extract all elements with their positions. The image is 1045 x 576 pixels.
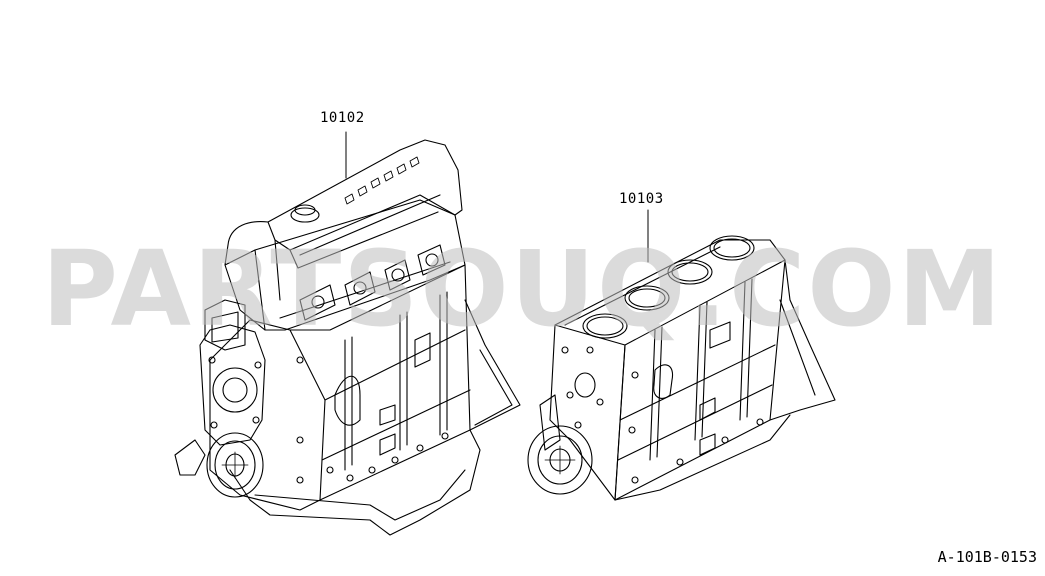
part-label-10102[interactable]: 10102 [320, 110, 365, 126]
short-block-pulley-icon [527, 425, 593, 495]
engine-assembly-drawing [174, 131, 521, 536]
crank-pulley-icon [206, 432, 264, 498]
oil-filler-cap-icon [290, 204, 320, 223]
block-bolt-icons [296, 356, 449, 484]
part-label-10103[interactable]: 10103 [619, 191, 664, 207]
head-cover-brand-marks [344, 156, 420, 205]
diagram-id-label: A-101B-0153 [937, 548, 1037, 566]
short-block-drawing [527, 209, 836, 501]
cylinder-bore-icons [582, 235, 755, 339]
